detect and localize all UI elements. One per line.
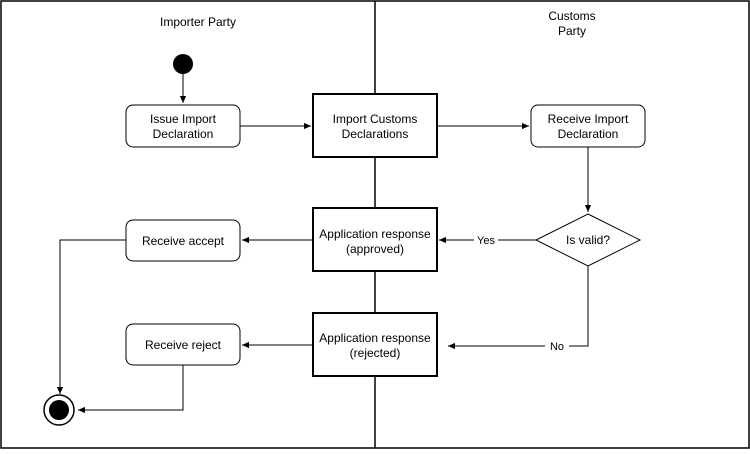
decision-is-valid-label: Is valid? [566,233,610,247]
node-import-customs-line2: Declarations [342,127,409,141]
node-receive-reject[interactable]: Receive reject [125,323,241,366]
node-receive-import-line2: Declaration [558,127,619,141]
edge-no-label: No [550,341,564,353]
edge-no-label-bg [545,339,569,353]
node-rejected-line2: (rejected) [350,346,401,360]
node-receive-reject-label: Receive reject [145,338,222,352]
node-rejected-line1: Application response [319,331,431,345]
edge-yes-label: Yes [477,235,495,247]
node-receive-accept-label: Receive accept [142,234,225,248]
lane-title-importer: Importer Party [160,15,236,29]
node-approved-line1: Application response [319,227,431,241]
edge-accept-to-final [56,239,126,394]
final-node [43,394,75,426]
lane-title-customs-line1: Customs [548,9,595,23]
edge-no [448,266,589,350]
node-issue-import-declaration[interactable]: Issue Import Declaration [125,104,241,148]
node-issue-import-declaration-line2: Declaration [153,127,214,141]
node-receive-import-line1: Receive Import [548,112,629,126]
node-application-response-rejected[interactable]: Application response (rejected) [312,312,438,377]
node-approved-line2: (approved) [346,242,404,256]
lane-title-customs-line2: Party [558,24,586,38]
node-receive-import-declaration[interactable]: Receive Import Declaration [530,104,646,148]
edge-yes-label-bg [474,233,498,247]
node-receive-accept[interactable]: Receive accept [125,219,241,262]
initial-node [173,54,193,74]
decision-is-valid[interactable]: Is valid? [534,213,642,267]
node-import-customs-declarations[interactable]: Import Customs Declarations [312,93,438,158]
node-application-response-approved[interactable]: Application response (approved) [312,207,438,272]
node-issue-import-declaration-line1: Issue Import [150,112,217,126]
node-import-customs-line1: Import Customs [333,112,418,126]
edge-reject-to-final [78,365,184,414]
